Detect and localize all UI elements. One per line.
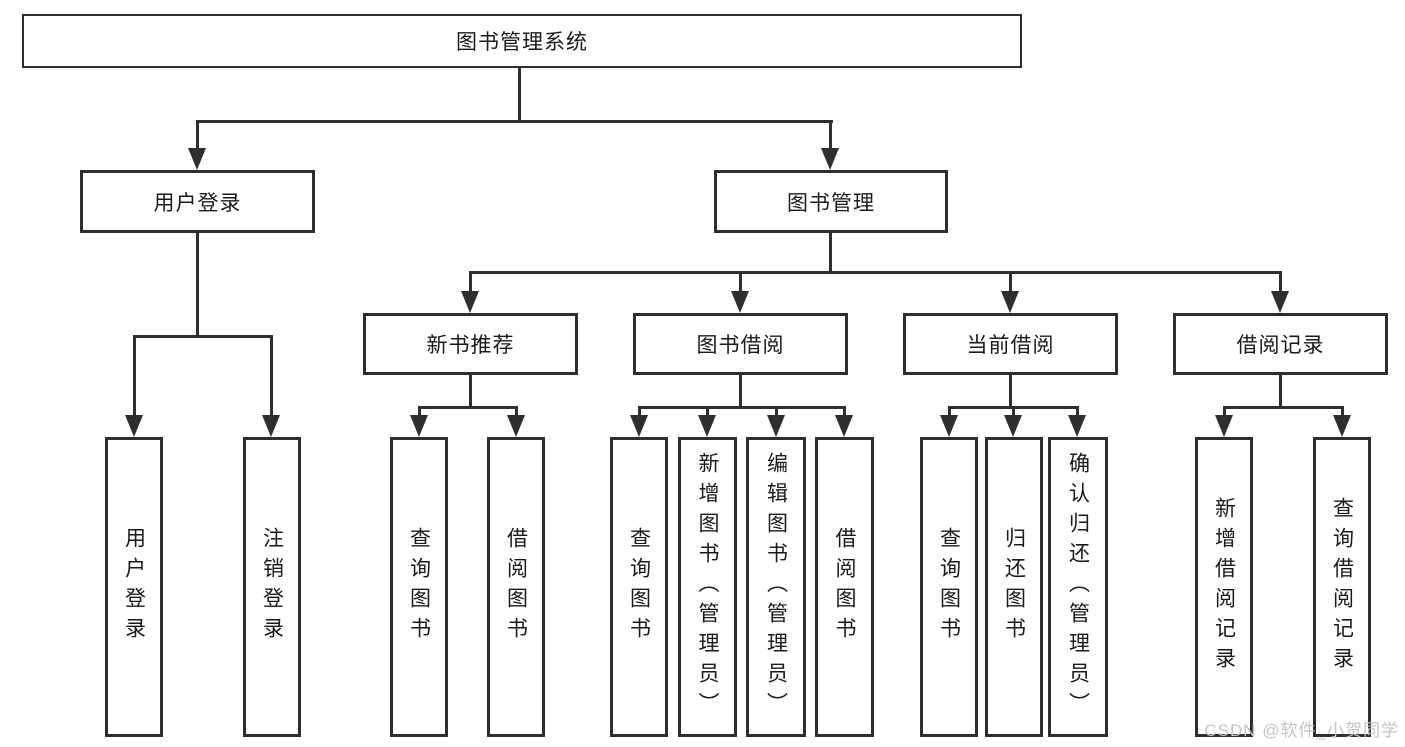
connector-line xyxy=(1223,406,1343,409)
leaf-user-login: 用户登录 xyxy=(105,437,163,737)
connector-line xyxy=(196,120,833,123)
arrow-down-icon xyxy=(188,148,206,170)
connector-line xyxy=(1223,406,1226,417)
node-new-book-recommend: 新书推荐 xyxy=(363,313,578,375)
connector-line xyxy=(638,406,641,417)
connector-line xyxy=(518,68,521,123)
connector-line xyxy=(469,375,472,409)
node-current-borrow: 当前借阅 xyxy=(903,313,1118,375)
leaf-borrow-books-borrow: 借阅图书 xyxy=(815,437,874,737)
connector-line xyxy=(133,335,273,338)
connector-line xyxy=(270,335,273,416)
node-label: 当前借阅 xyxy=(966,334,1055,357)
arrow-down-icon xyxy=(1004,415,1022,437)
leaf-borrow-books-recommend: 借阅图书 xyxy=(487,437,545,737)
connector-line xyxy=(739,271,742,293)
node-book-borrow: 图书借阅 xyxy=(633,313,848,375)
leaf-add-borrow-record: 新增借阅记录 xyxy=(1195,437,1253,737)
arrow-down-icon xyxy=(835,415,853,437)
arrow-down-icon xyxy=(410,415,428,437)
connector-line xyxy=(829,120,832,150)
node-book-management: 图书管理 xyxy=(714,170,948,233)
arrow-down-icon xyxy=(821,148,839,170)
node-label: 新增借阅记录 xyxy=(1212,497,1236,677)
connector-line xyxy=(1279,375,1282,409)
connector-line xyxy=(133,335,136,416)
leaf-return-book: 归还图书 xyxy=(985,437,1043,737)
connector-line xyxy=(1279,271,1282,293)
node-user-login: 用户登录 xyxy=(80,170,315,233)
arrow-down-icon xyxy=(767,415,785,437)
node-label: 查询图书 xyxy=(407,527,431,647)
connector-line xyxy=(196,233,199,337)
node-label: 图书管理 xyxy=(787,191,875,215)
node-label: 确认归还（管理员） xyxy=(1066,452,1090,722)
node-label: 注销登录 xyxy=(260,527,284,647)
node-label: 查询图书 xyxy=(627,527,651,647)
node-label: 新书推荐 xyxy=(426,334,515,357)
connector-line xyxy=(469,271,472,293)
connector-line xyxy=(706,406,709,417)
leaf-add-book-admin: 新增图书（管理员） xyxy=(678,437,737,737)
arrow-down-icon xyxy=(461,291,479,313)
node-label: 图书借阅 xyxy=(696,334,785,357)
arrow-down-icon xyxy=(125,415,143,437)
arrow-down-icon xyxy=(1271,291,1289,313)
connector-line xyxy=(1012,406,1015,417)
node-label: 用户登录 xyxy=(122,527,146,647)
leaf-query-books-borrow: 查询图书 xyxy=(610,437,668,737)
arrow-down-icon xyxy=(940,415,958,437)
connector-line xyxy=(418,406,518,409)
connector-line xyxy=(843,406,846,417)
leaf-confirm-return-admin: 确认归还（管理员） xyxy=(1048,437,1108,737)
node-library-system: 图书管理系统 xyxy=(22,14,1022,68)
connector-line xyxy=(638,406,846,409)
arrow-down-icon xyxy=(507,415,525,437)
connector-line xyxy=(1009,271,1012,293)
leaf-query-borrow-record: 查询借阅记录 xyxy=(1313,437,1371,737)
connector-line xyxy=(1076,406,1079,417)
arrow-down-icon xyxy=(630,415,648,437)
watermark: CSDN @软件_小贺同学 xyxy=(1204,721,1399,740)
node-label: 查询借阅记录 xyxy=(1330,497,1354,677)
arrow-down-icon xyxy=(1215,415,1233,437)
node-label: 查询图书 xyxy=(937,527,961,647)
connector-line xyxy=(829,233,832,274)
arrow-down-icon xyxy=(1001,291,1019,313)
arrow-down-icon xyxy=(262,415,280,437)
node-label: 编辑图书（管理员） xyxy=(764,452,788,722)
arrow-down-icon xyxy=(1068,415,1086,437)
node-label: 图书管理系统 xyxy=(456,31,588,54)
node-label: 新增图书（管理员） xyxy=(696,452,719,722)
arrow-down-icon xyxy=(731,291,749,313)
connector-line xyxy=(1341,406,1344,417)
node-label: 借阅记录 xyxy=(1236,334,1325,357)
leaf-query-books-recommend: 查询图书 xyxy=(390,437,448,737)
connector-line xyxy=(196,120,199,150)
node-label: 借阅图书 xyxy=(504,527,528,647)
node-borrow-records: 借阅记录 xyxy=(1173,313,1388,375)
connector-line xyxy=(418,406,421,417)
connector-line xyxy=(739,375,742,409)
leaf-logout: 注销登录 xyxy=(243,437,301,737)
connector-line xyxy=(948,406,951,417)
connector-line xyxy=(775,406,778,417)
arrow-down-icon xyxy=(1333,415,1351,437)
node-label: 用户登录 xyxy=(153,191,242,215)
leaf-query-books-current: 查询图书 xyxy=(920,437,978,737)
node-label: 借阅图书 xyxy=(833,527,856,647)
arrow-down-icon xyxy=(698,415,716,437)
leaf-edit-book-admin: 编辑图书（管理员） xyxy=(746,437,806,737)
connector-line xyxy=(515,406,518,417)
connector-line xyxy=(469,271,1282,274)
connector-line xyxy=(1009,375,1012,409)
node-label: 归还图书 xyxy=(1002,527,1026,647)
